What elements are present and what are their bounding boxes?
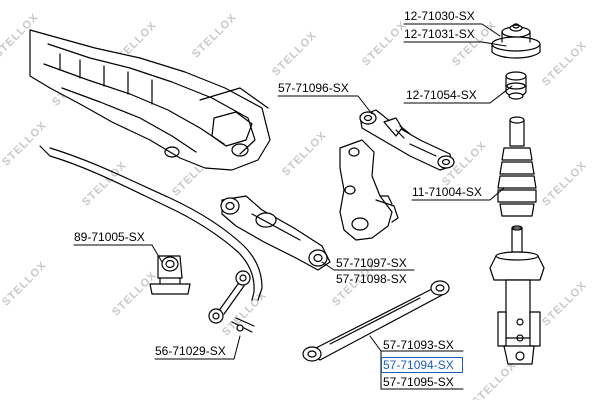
part-label-57-71094-highlighted[interactable]: 57-71094-SX	[383, 358, 454, 372]
part-label-57-71093: 57-71093-SX	[383, 338, 454, 352]
top-mount-part	[491, 23, 541, 59]
subframe-part	[29, 29, 271, 171]
part-label-12-71030: 12-71030-SX	[404, 9, 475, 23]
part-label-57-71096: 57-71096-SX	[278, 81, 349, 95]
part-label-12-71031: 12-71031-SX	[404, 27, 475, 41]
lower-link-part	[302, 280, 450, 362]
stabilizer-bushing-part	[149, 255, 191, 295]
stabilizer-link-part	[208, 270, 255, 333]
dust-boot-part	[497, 116, 537, 217]
part-label-11-71004: 11-71004-SX	[412, 185, 482, 199]
part-label-57-71098: 57-71098-SX	[336, 272, 407, 286]
part-label-89-71005: 89-71005-SX	[74, 230, 145, 244]
upper-link-part	[359, 109, 455, 171]
shock-absorber-part	[489, 225, 545, 365]
highlight-box	[381, 357, 463, 373]
trailing-arm-part	[220, 195, 331, 271]
part-label-57-71095: 57-71095-SX	[383, 375, 454, 389]
part-label-12-71054: 12-71054-SX	[406, 88, 477, 102]
stabilizer-bar-part	[39, 145, 263, 301]
leader-lines	[73, 23, 513, 390]
bump-stop-part	[505, 71, 527, 100]
part-label-57-71097: 57-71097-SX	[336, 256, 407, 270]
knuckle-part	[339, 139, 399, 241]
part-label-56-71029: 56-71029-SX	[155, 344, 226, 358]
